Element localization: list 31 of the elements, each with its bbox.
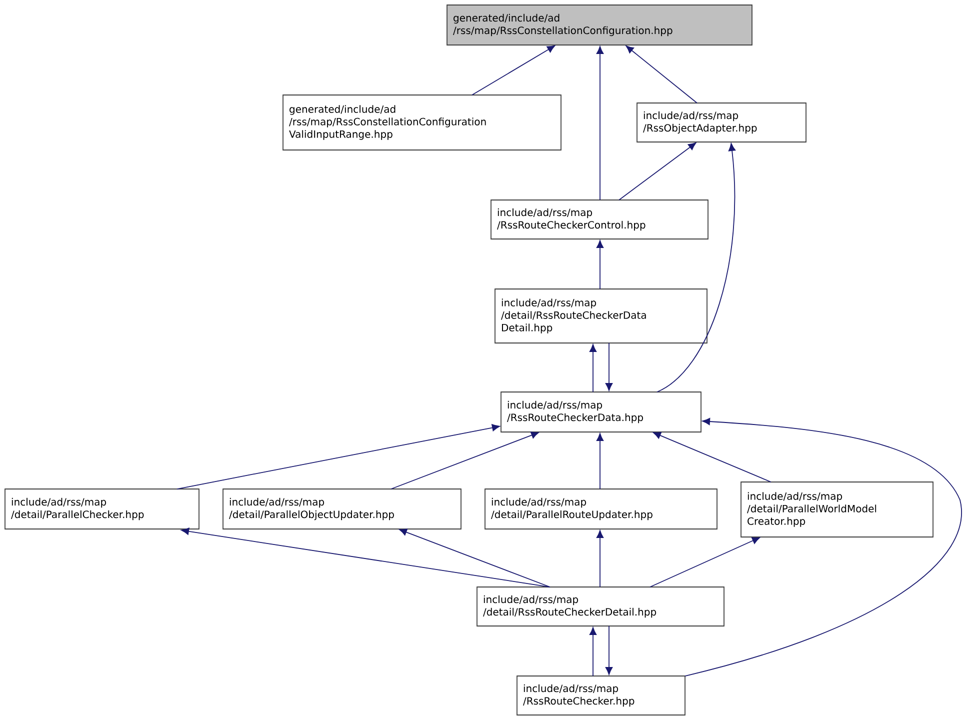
arrow [656, 143, 736, 392]
arrow [399, 528, 550, 588]
arrow [390, 432, 539, 490]
file-box: include/ad/rss/map /detail/ParallelWorldModel Creator.hpp [740, 482, 934, 538]
file-box: generated/include/ad /rss/map/RssConstellationConfiguration.hpp [446, 4, 752, 46]
arrow [176, 424, 500, 490]
file-box: include/ad/rss/map /detail/RssRouteCheckerDetail.hpp [476, 586, 724, 626]
arrow [596, 46, 604, 200]
arrow [626, 46, 698, 104]
file-box: include/ad/rss/map /detail/ParallelChecker.hpp [4, 488, 200, 530]
file-box: include/ad/rss/map /detail/ParallelObjectUpdater.hpp [222, 488, 462, 530]
arrow [684, 418, 962, 676]
arrow [596, 530, 604, 588]
arrow [605, 626, 613, 675]
file-box: include/ad/rss/map /RssRouteCheckerControl.hpp [490, 200, 708, 240]
file-box: generated/include/ad /rss/map/RssConstellationConfiguration ValidInputRange.hpp [282, 94, 562, 150]
arrow [605, 342, 613, 391]
file-box: include/ad/rss/map /RssRouteCheckerData.hpp [500, 392, 702, 432]
arrow [181, 528, 550, 588]
arrow [653, 432, 772, 482]
arrow [596, 433, 604, 490]
file-box: include/ad/rss/map /detail/ParallelRouteUpdater.hpp [484, 488, 718, 530]
arrow [589, 627, 597, 676]
file-box: include/ad/rss/map /RssObjectAdapter.hpp [636, 102, 806, 142]
arrow [650, 537, 760, 588]
arrow [618, 142, 696, 200]
arrow [472, 45, 556, 96]
arrow [589, 344, 597, 392]
file-box: include/ad/rss/map /RssRouteChecker.hpp [516, 676, 686, 716]
file-box: include/ad/rss/map /detail/RssRouteCheckerData Detail.hpp [494, 288, 708, 344]
arrow [596, 240, 604, 290]
